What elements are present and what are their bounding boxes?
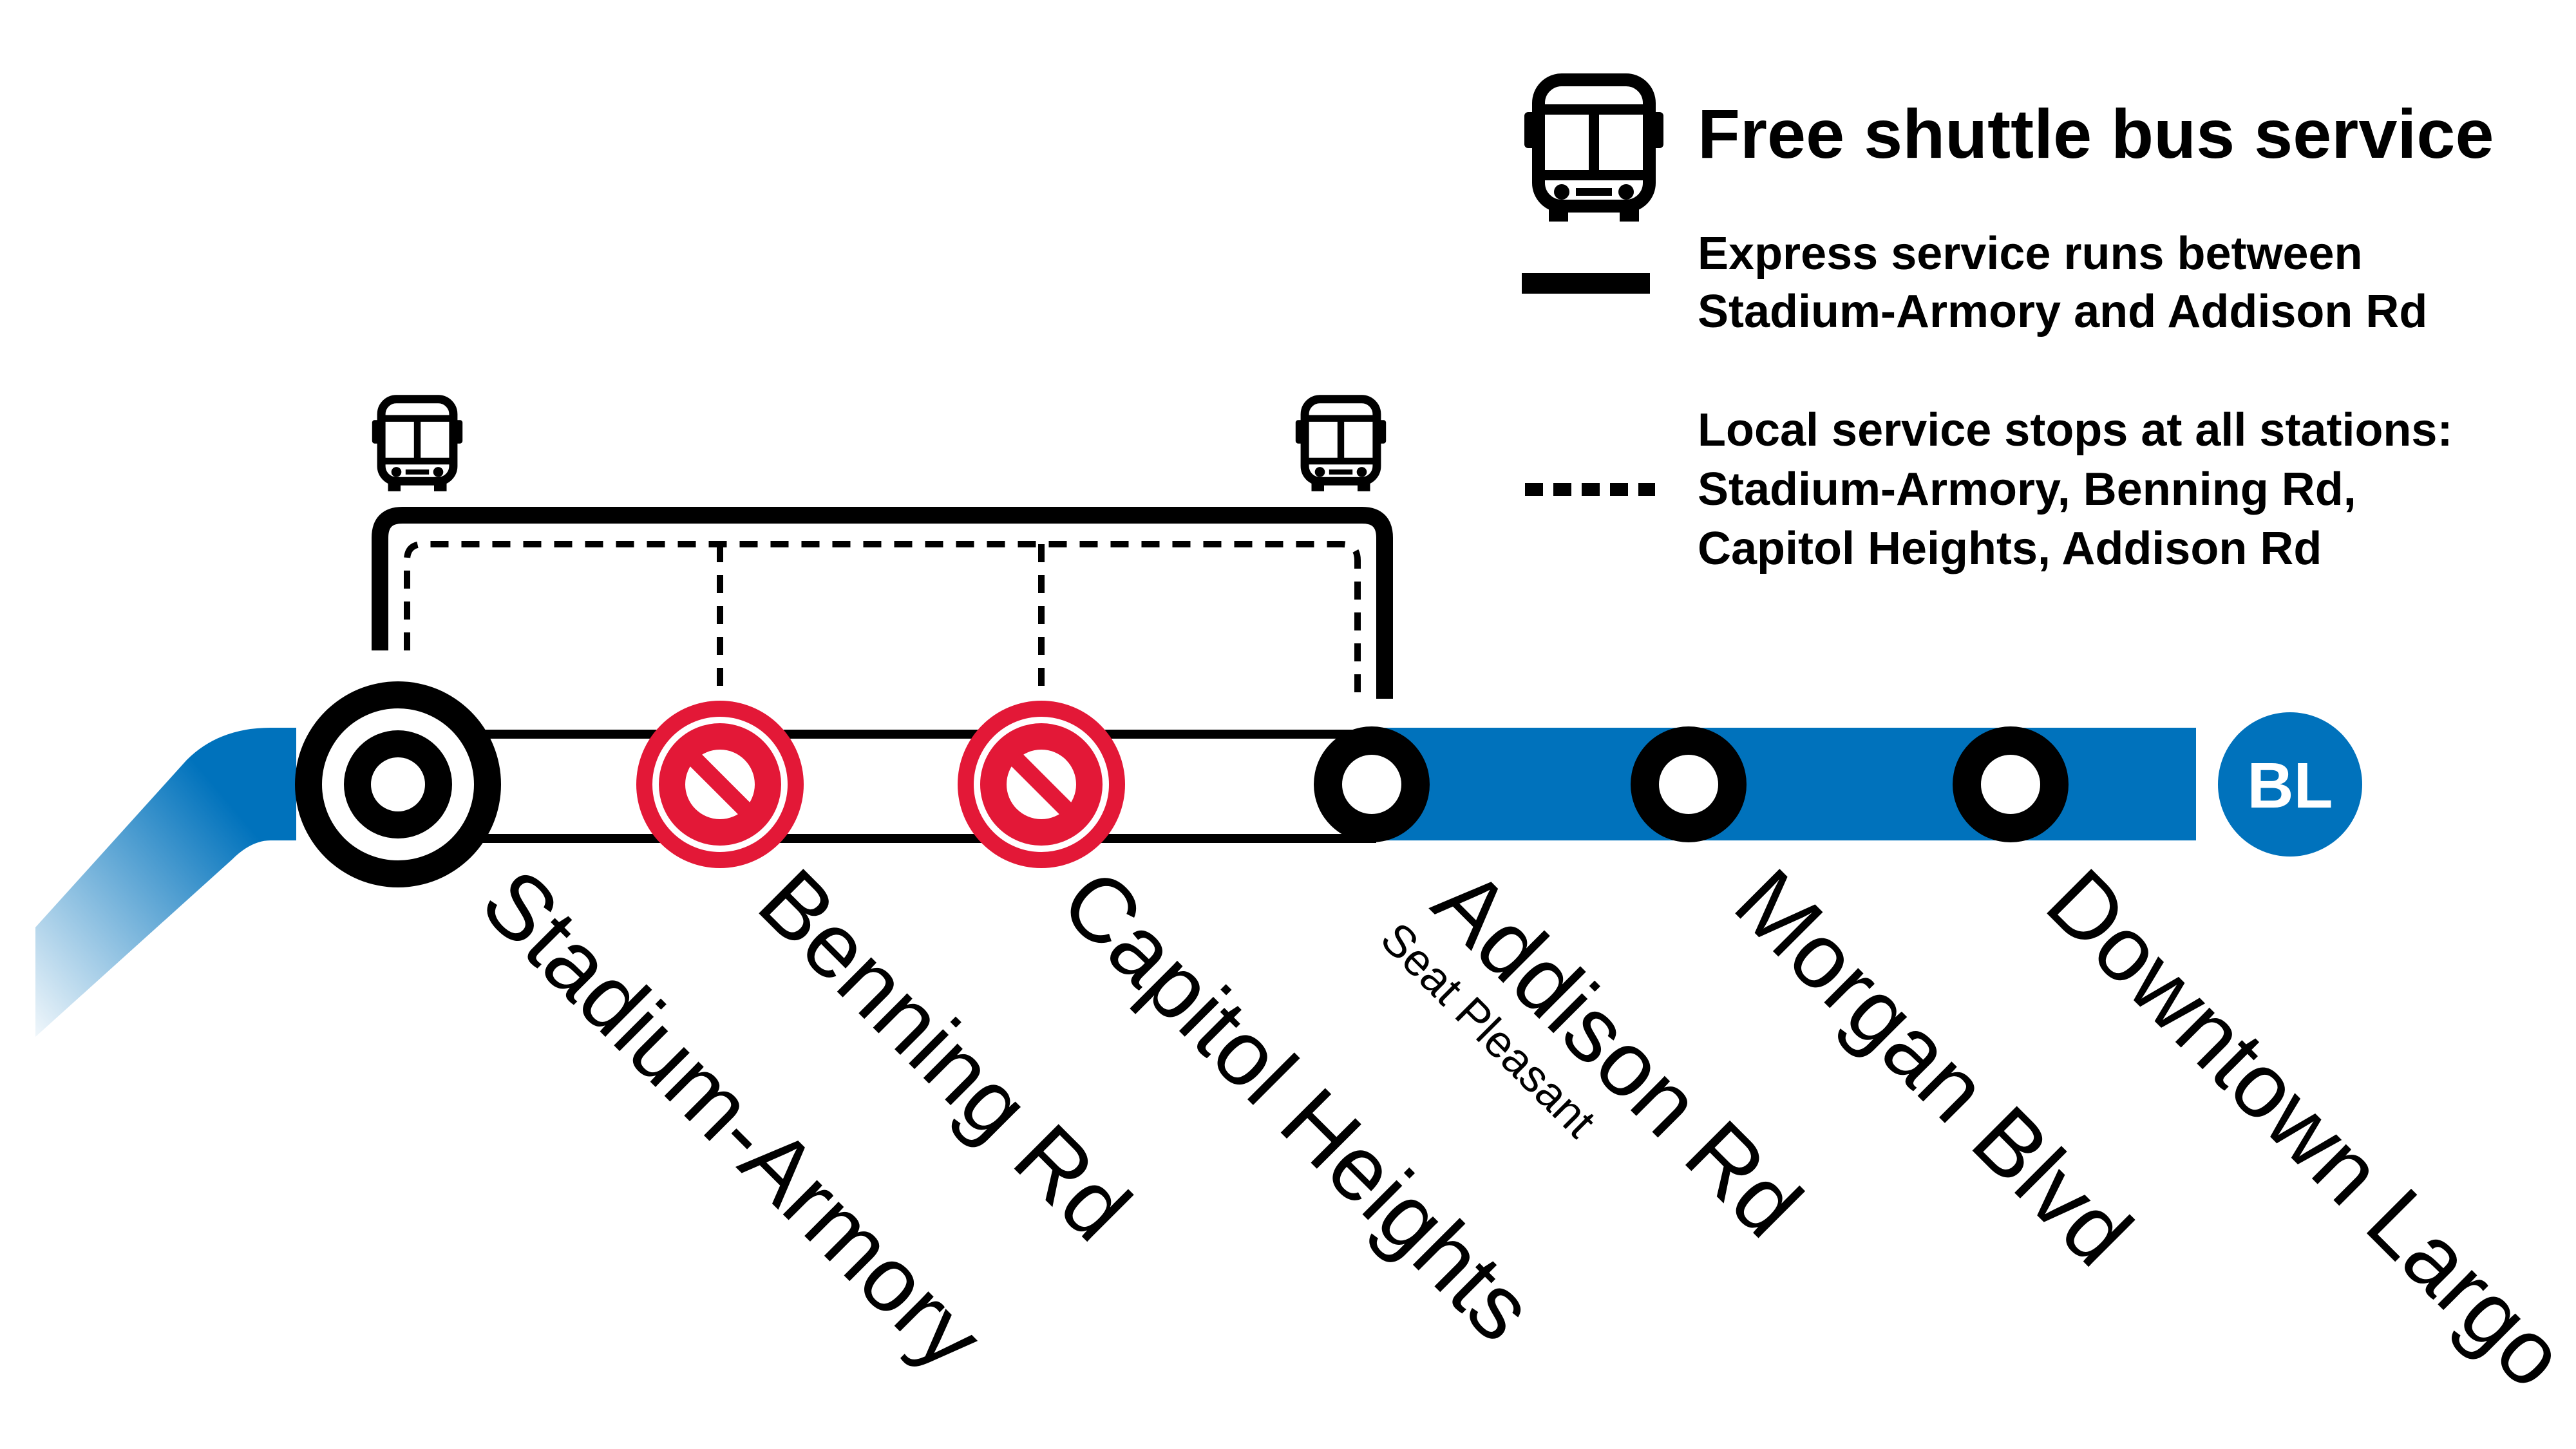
bus-icon: [372, 399, 462, 491]
local-shuttle-route: [404, 541, 1361, 699]
line-open-segment: [1372, 728, 2196, 840]
station-closed-marker-capitol-heights[interactable]: [958, 701, 1125, 868]
legend-express-line-1: Express service runs between: [1698, 228, 2363, 279]
station-closed-marker-benning-rd[interactable]: [636, 701, 804, 868]
bus-icon: [1296, 399, 1386, 491]
express-shuttle-route: [372, 507, 1393, 699]
station-marker-downtown-largo[interactable]: [1953, 726, 2069, 842]
legend-local-line-1: Local service stops at all stations:: [1698, 404, 2452, 456]
station-marker-morgan-blvd[interactable]: [1631, 726, 1747, 842]
station-label-stadium-armory: Stadium-Armory: [462, 849, 1002, 1389]
bus-icon: [1524, 80, 1663, 222]
line-closed-segment: [388, 730, 1376, 843]
legend-express-line-2: Stadium-Armory and Addison Rd: [1698, 286, 2427, 337]
legend-local-line-3: Capitol Heights, Addison Rd: [1698, 523, 2322, 574]
legend-shuttle-label: Free shuttle bus service: [1698, 95, 2494, 173]
station-label-downtown-largo: Downtown Largo: [2027, 849, 2576, 1407]
station-marker-stadium-armory[interactable]: [295, 681, 501, 887]
station-marker-addison-rd[interactable]: [1314, 726, 1430, 842]
legend-local-line-2: Stadium-Armory, Benning Rd,: [1698, 464, 2356, 515]
line-badge-label: BL: [2247, 750, 2333, 822]
line-approach-fade: [35, 728, 296, 1037]
legend: Free shuttle bus service Express service…: [1522, 80, 2494, 574]
line-badge: BL: [2218, 712, 2362, 857]
